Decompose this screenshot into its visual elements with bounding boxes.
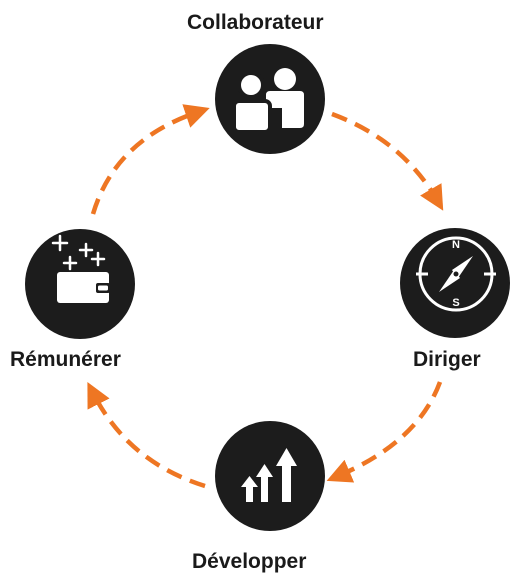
arrow-bottom-to-left [87,381,206,489]
people-icon [232,68,304,134]
compass-icon: N S [416,236,496,312]
growth-arrows-icon [241,448,297,502]
node-collaborateur [215,44,325,154]
node-diriger: N S [400,228,510,338]
node-developper [215,421,325,531]
label-collaborateur: Collaborateur [187,11,324,34]
compass-north-label: N [452,239,460,251]
wallet-icon [51,234,110,303]
arrow-top-to-right [331,111,444,211]
arrow-left-to-top [90,104,210,215]
compass-south-label: S [452,297,459,309]
label-remunerer: Rémunérer [10,348,121,371]
arrow-right-to-bottom [326,381,443,483]
node-remunerer [25,229,135,339]
label-diriger: Diriger [413,348,481,371]
label-developper: Développer [192,550,307,573]
